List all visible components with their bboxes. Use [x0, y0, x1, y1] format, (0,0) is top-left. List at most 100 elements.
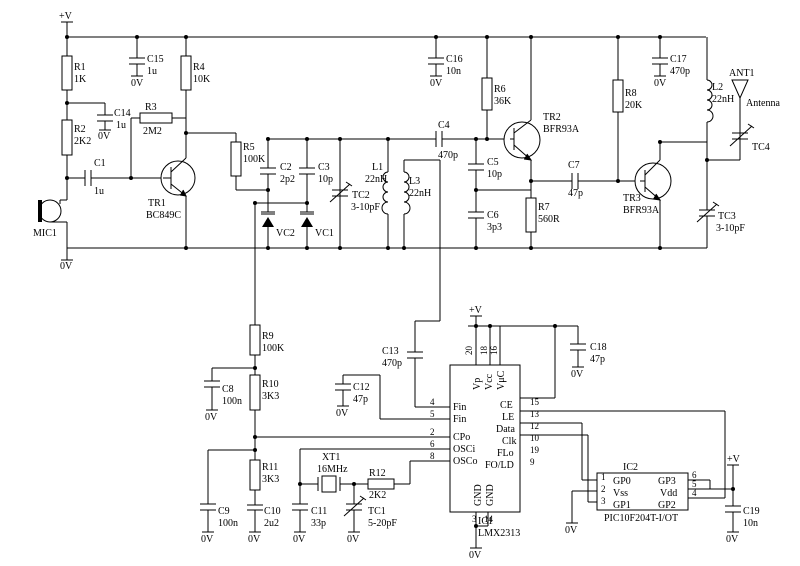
label-parts-tc1-val: 5-20pF [368, 518, 397, 529]
label-ic2-left_pins-1: 2 [601, 484, 606, 494]
label-ic1-left-4: OSCo [453, 456, 477, 467]
label-parts-l1-ref: L1 [372, 162, 383, 173]
capacitor-c15 [129, 57, 145, 65]
capacitor-c13 [407, 351, 423, 359]
label-parts-r3-ref: R3 [145, 102, 157, 113]
gnd-label: 0V [726, 534, 739, 545]
label-parts-r8-val: 20K [625, 100, 643, 111]
label-parts-r6-ref: R6 [494, 84, 506, 95]
label-ic2-left-0: GP0 [613, 476, 631, 487]
label-parts-c10-val: 2u2 [264, 518, 279, 529]
junctions [65, 35, 735, 528]
label-ic1-top_pins-2: 16 [489, 346, 499, 356]
gnd-label: 0V [571, 369, 584, 380]
label-parts-ic2-ref: IC2 [623, 462, 638, 473]
label-parts-tc4-ref: TC4 [752, 142, 770, 153]
inductor-l2 [706, 79, 714, 123]
label-parts-r12-ref: R12 [369, 468, 386, 479]
label-ic2-right_pins-2: 4 [692, 488, 697, 498]
label-ic1-right-3: Clk [502, 436, 516, 447]
transistor-tr1 [160, 157, 196, 197]
label-parts-c7-ref: C7 [568, 160, 580, 171]
label-ic1-right_pins-0: 15 [530, 397, 540, 407]
label-parts-tc1-ref: TC1 [368, 506, 386, 517]
ground-symbols [61, 75, 739, 549]
gnd-label: 0V [131, 78, 144, 89]
supply-symbols [61, 21, 739, 466]
resistor-r9 [249, 324, 261, 356]
inductors [381, 79, 714, 215]
label-parts-r9-val: 100K [262, 343, 285, 354]
label-ic1-right_pins-3: 10 [530, 433, 540, 443]
label-parts-l3-ref: L3 [409, 176, 420, 187]
label-parts-xt1-val: 16MHz [317, 464, 348, 475]
label-parts-c5-ref: C5 [487, 157, 499, 168]
varactor-vc1 [300, 211, 314, 227]
trimmer-tc4 [729, 123, 755, 147]
label-ic1-left-3: OSCi [453, 444, 475, 455]
label-ic1-top-0: Vp [472, 378, 483, 390]
label-parts-c6-val: 3p3 [487, 222, 502, 233]
capacitor-c14 [97, 114, 113, 130]
ic1-body [449, 364, 521, 513]
label-parts-c11-ref: C11 [311, 506, 327, 517]
resistor-r10 [249, 374, 261, 411]
label-parts-c15-ref: C15 [147, 54, 164, 65]
label-parts-tr2-ref: TR2 [543, 112, 561, 123]
label-ic1-left-2: CPo [453, 432, 470, 443]
label-parts-r10-val: 3K3 [262, 391, 279, 402]
varactor-vc2 [261, 211, 275, 227]
label-parts-c3-ref: C3 [318, 162, 330, 173]
label-parts-r3-val: 2M2 [143, 126, 162, 137]
label-ic1-left_pins-4: 8 [430, 451, 435, 461]
label-parts-tr1-val: BC849C [146, 210, 181, 221]
gnd-label: 0V [430, 78, 443, 89]
label-parts-c14-val: 1u [116, 120, 126, 131]
label-parts-mic1-ref: MIC1 [33, 228, 57, 239]
capacitor-c1 [84, 170, 108, 186]
label-parts-c11-val: 33p [311, 518, 326, 529]
resistor-r5 [230, 141, 242, 177]
transistor-tr2 [503, 119, 541, 161]
label-parts-c5-val: 10p [487, 169, 502, 180]
label-parts-tr1-ref: TR1 [148, 198, 166, 209]
label-parts-c16-val: 10n [446, 66, 461, 77]
label-parts-vc2-ref: VC2 [276, 228, 295, 239]
label-parts-r12-val: 2K2 [369, 490, 386, 501]
label-parts-r5-ref: R5 [243, 142, 255, 153]
resistor-r12 [367, 478, 395, 490]
capacitor-c10 [247, 504, 263, 511]
capacitor-c12 [335, 383, 351, 391]
label-parts-c13-ref: C13 [382, 346, 399, 357]
label-ic2-right_pins-0: 6 [692, 470, 697, 480]
label-parts-c19-ref: C19 [743, 506, 760, 517]
label-parts-c13-val: 470p [382, 358, 402, 369]
supply-label: +V [469, 305, 483, 316]
label-ic1-right_pins-5: 9 [530, 457, 535, 467]
transistors [160, 119, 672, 201]
label-ic1-bottom-1: GND [485, 484, 496, 506]
label-ic2-left-2: GP1 [613, 500, 631, 511]
label-ic1-bottom_pins-0: 3 [472, 514, 477, 524]
label-parts-c2-ref: C2 [280, 162, 292, 173]
label-parts-xt1-ref: XT1 [322, 452, 340, 463]
transistor-tr3 [634, 159, 672, 201]
label-ic1-left_pins-3: 6 [430, 439, 435, 449]
label-ic2-left_pins-0: 1 [601, 472, 606, 482]
label-parts-tr3-ref: TR3 [623, 193, 641, 204]
supply-label: +V [727, 454, 741, 465]
label-parts-r11-ref: R11 [262, 462, 278, 473]
label-parts-c1-val: 1u [94, 186, 104, 197]
label-parts-c7-val: 47p [568, 188, 583, 199]
label-parts-l2-ref: L2 [712, 82, 723, 93]
label-parts-c12-val: 47p [353, 394, 368, 405]
label-parts-r5-val: 100K [243, 154, 266, 165]
label-parts-c3-val: 10p [318, 174, 333, 185]
resistor-r11 [249, 459, 261, 491]
label-parts-c9-val: 100n [218, 518, 238, 529]
label-ic1-right-0: CE [500, 400, 513, 411]
ic-bodies [449, 364, 689, 513]
label-parts-r7-val: 560R [538, 214, 560, 225]
capacitor-c16 [428, 57, 444, 65]
capacitor-c18 [570, 343, 586, 351]
